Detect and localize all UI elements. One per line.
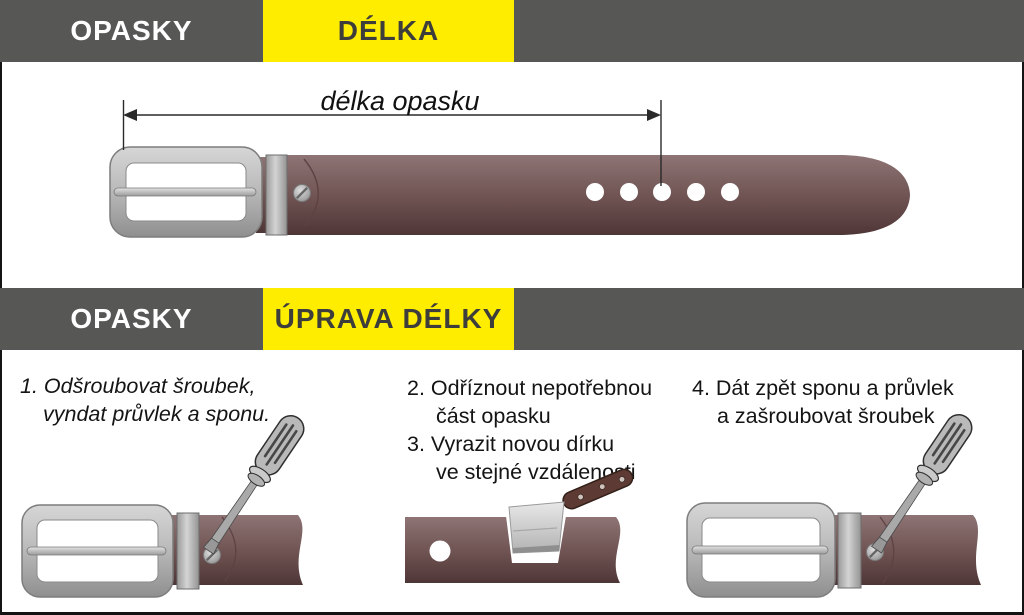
step-1-line-2: vyndat průvlek a sponu. (43, 402, 271, 426)
dimension-label: délka opasku (320, 86, 480, 116)
belt-fold-line (303, 158, 319, 227)
dimension-lines (122, 100, 662, 186)
belt-hole (653, 183, 671, 201)
belt-hole (429, 540, 451, 562)
keeper-loop (176, 512, 200, 590)
adjustment-illustrations (21, 408, 981, 598)
tab-opasky-2: OPASKY (0, 288, 263, 350)
illustration-cut (405, 468, 634, 583)
belt-hole (687, 183, 705, 201)
illustration-reassemble (686, 408, 981, 598)
belt-hole (586, 183, 604, 201)
step-2-line-2: část opasku (436, 404, 551, 428)
header-adjust: OPASKY ÚPRAVA DÉLKY (0, 288, 1024, 350)
belt-holes (586, 183, 739, 201)
step-4-instructions: 4. Dát zpět sponu a průvlek a zašroubova… (692, 374, 954, 430)
buckle (21, 504, 174, 598)
step-1-instructions: 1. Odšroubovat šroubek, vyndat průvlek a… (20, 372, 270, 428)
step-4-line-2: a zašroubovat šroubek (717, 404, 935, 428)
screw-icon (292, 183, 312, 203)
keeper-loop (837, 512, 862, 589)
belt-length-diagram (109, 100, 910, 238)
tab-uprava-delky-label: ÚPRAVA DÉLKY (274, 303, 503, 334)
step-4-line-1: 4. Dát zpět sponu a průvlek (692, 376, 954, 400)
arrow-right-icon (647, 109, 661, 121)
tab-opasky-1-label: OPASKY (70, 15, 193, 46)
keeper-loop (265, 154, 288, 236)
tab-delka: DÉLKA (263, 0, 514, 62)
buckle (109, 146, 263, 238)
belt-hole (620, 183, 638, 201)
step-2-line-1: 2. Odříznout nepotřebnou (407, 376, 653, 400)
tab-opasky-1: OPASKY (0, 0, 263, 62)
knife-icon (508, 468, 634, 554)
arrow-left-icon (123, 109, 137, 121)
buckle-prong (691, 545, 829, 555)
step-3-line-1: 3. Vyrazit novou dírku (407, 432, 615, 456)
tab-opasky-2-label: OPASKY (70, 303, 193, 334)
belt-fold-line (879, 516, 895, 584)
step-2-3-instructions: 2. Odříznout nepotřebnou část opasku 3. … (407, 374, 652, 486)
tab-uprava-delky: ÚPRAVA DÉLKY (263, 288, 514, 350)
tab-delka-label: DÉLKA (337, 15, 440, 46)
buckle (686, 502, 836, 598)
header-length: OPASKY DÉLKA (0, 0, 1024, 62)
buckle-prong (26, 546, 167, 556)
belt-hole (721, 183, 739, 201)
step-1-line-1: 1. Odšroubovat šroubek, (20, 374, 256, 398)
buckle-prong (113, 187, 257, 197)
illustration-unscrew (21, 409, 311, 598)
